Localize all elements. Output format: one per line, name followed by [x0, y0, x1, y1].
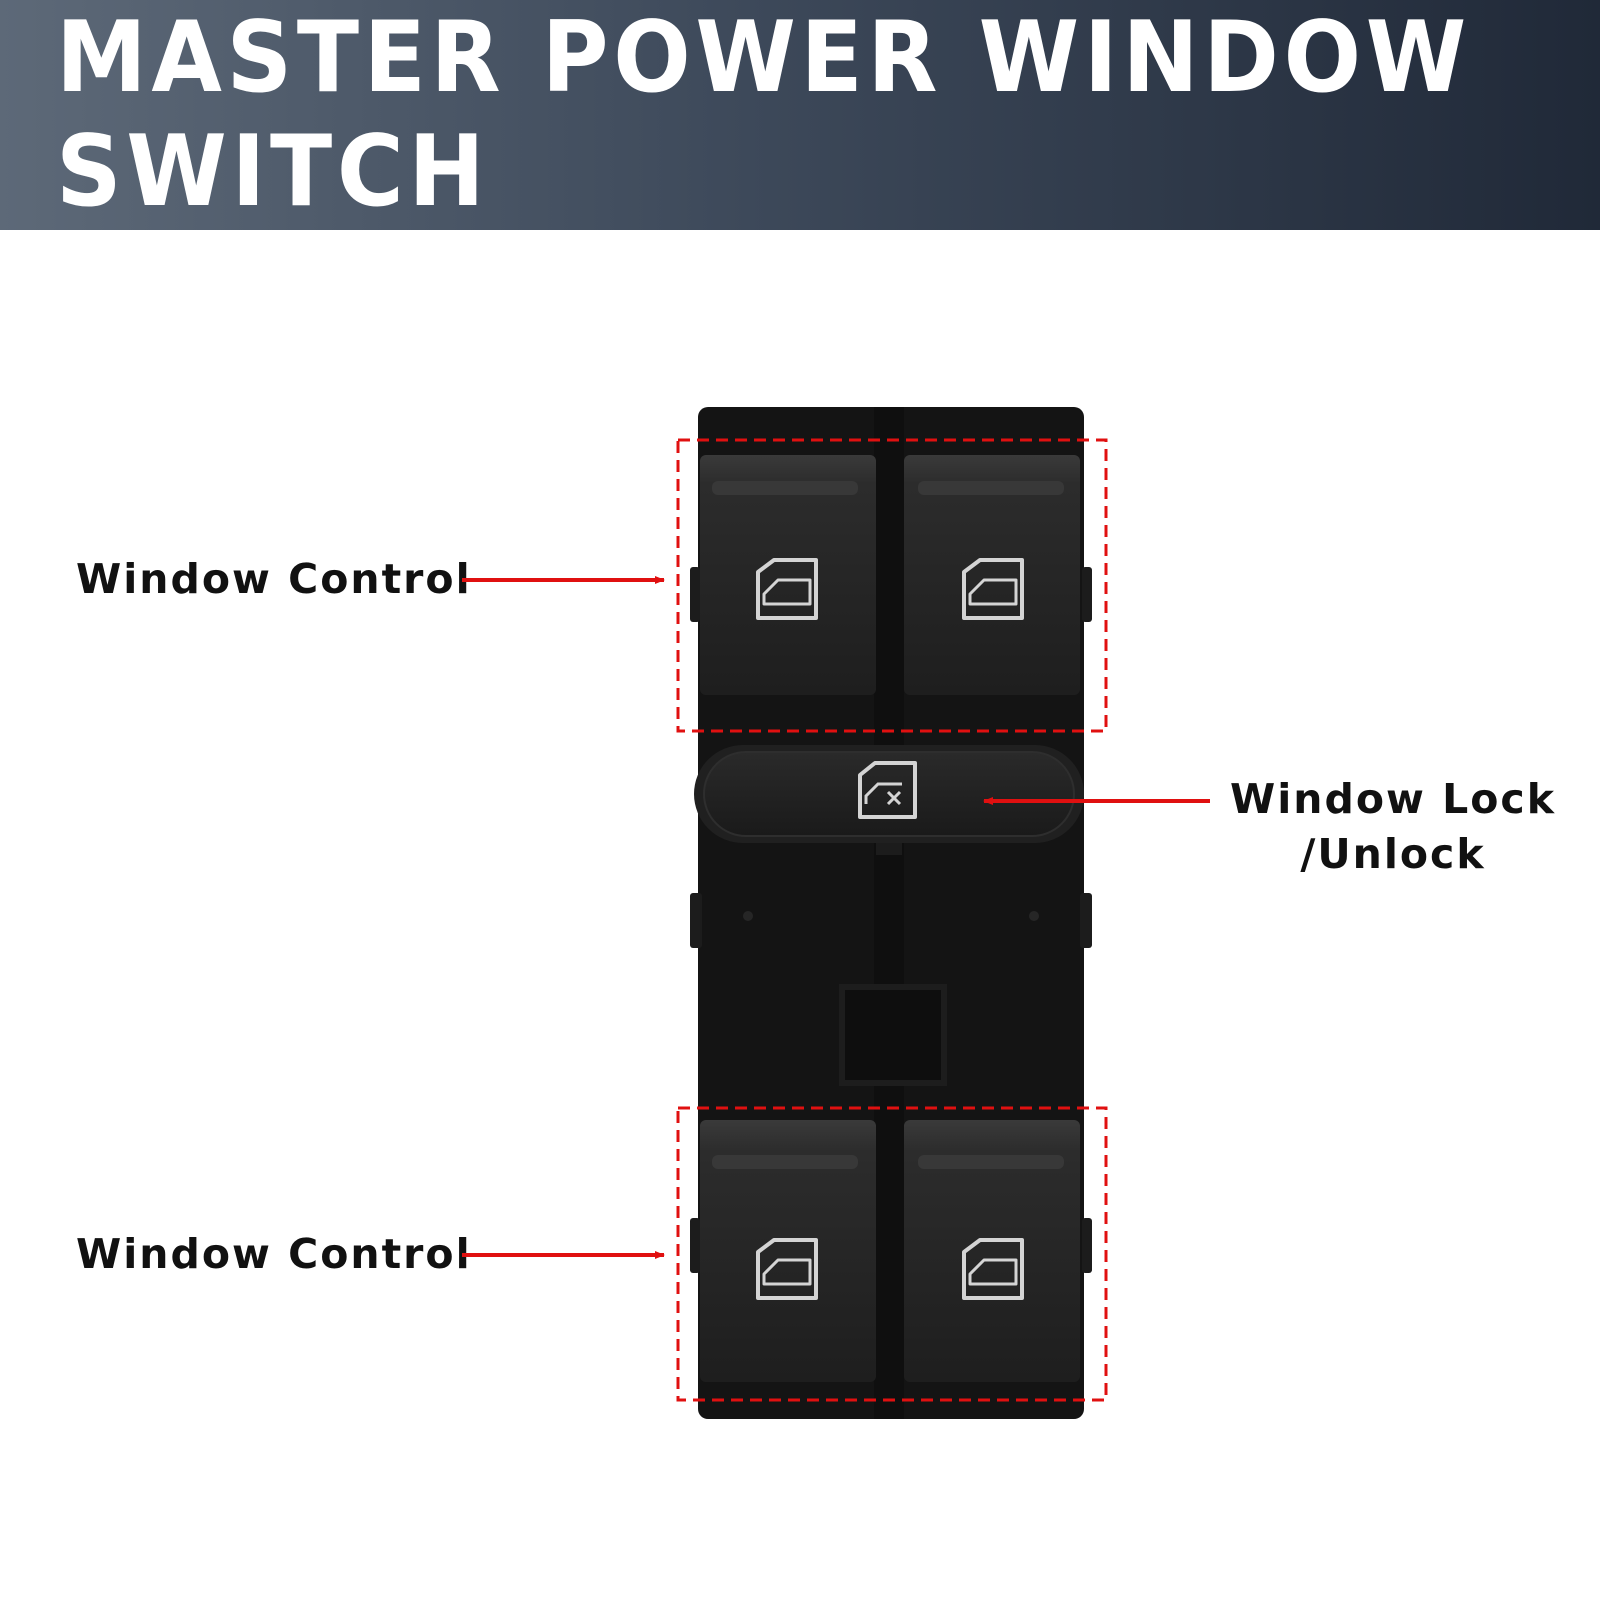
- window-button-rear-left[interactable]: [700, 1120, 876, 1382]
- window-button-front-left[interactable]: [700, 455, 876, 695]
- highlight-box-bottom: [676, 1106, 1108, 1402]
- page-title: MASTER POWER WINDOW SWITCH: [56, 1, 1471, 229]
- window-button-rear-right[interactable]: [904, 1120, 1080, 1382]
- window-control-label-bottom: Window Control: [76, 1230, 472, 1278]
- window-lock-label-line1: Window Lock: [1230, 775, 1556, 823]
- window-lock-icon: [858, 761, 917, 819]
- window-lock-label-line2: /Unlock: [1300, 830, 1486, 878]
- window-button-front-right[interactable]: [904, 455, 1080, 695]
- window-control-label-top: Window Control: [76, 555, 472, 603]
- header-banner: MASTER POWER WINDOW SWITCH: [0, 0, 1600, 230]
- window-lock-button[interactable]: [694, 745, 1084, 855]
- highlight-box-top: [676, 438, 1108, 733]
- connector-recess: [839, 984, 947, 1086]
- window-lock-label: Window Lock /Unlock: [1230, 772, 1556, 882]
